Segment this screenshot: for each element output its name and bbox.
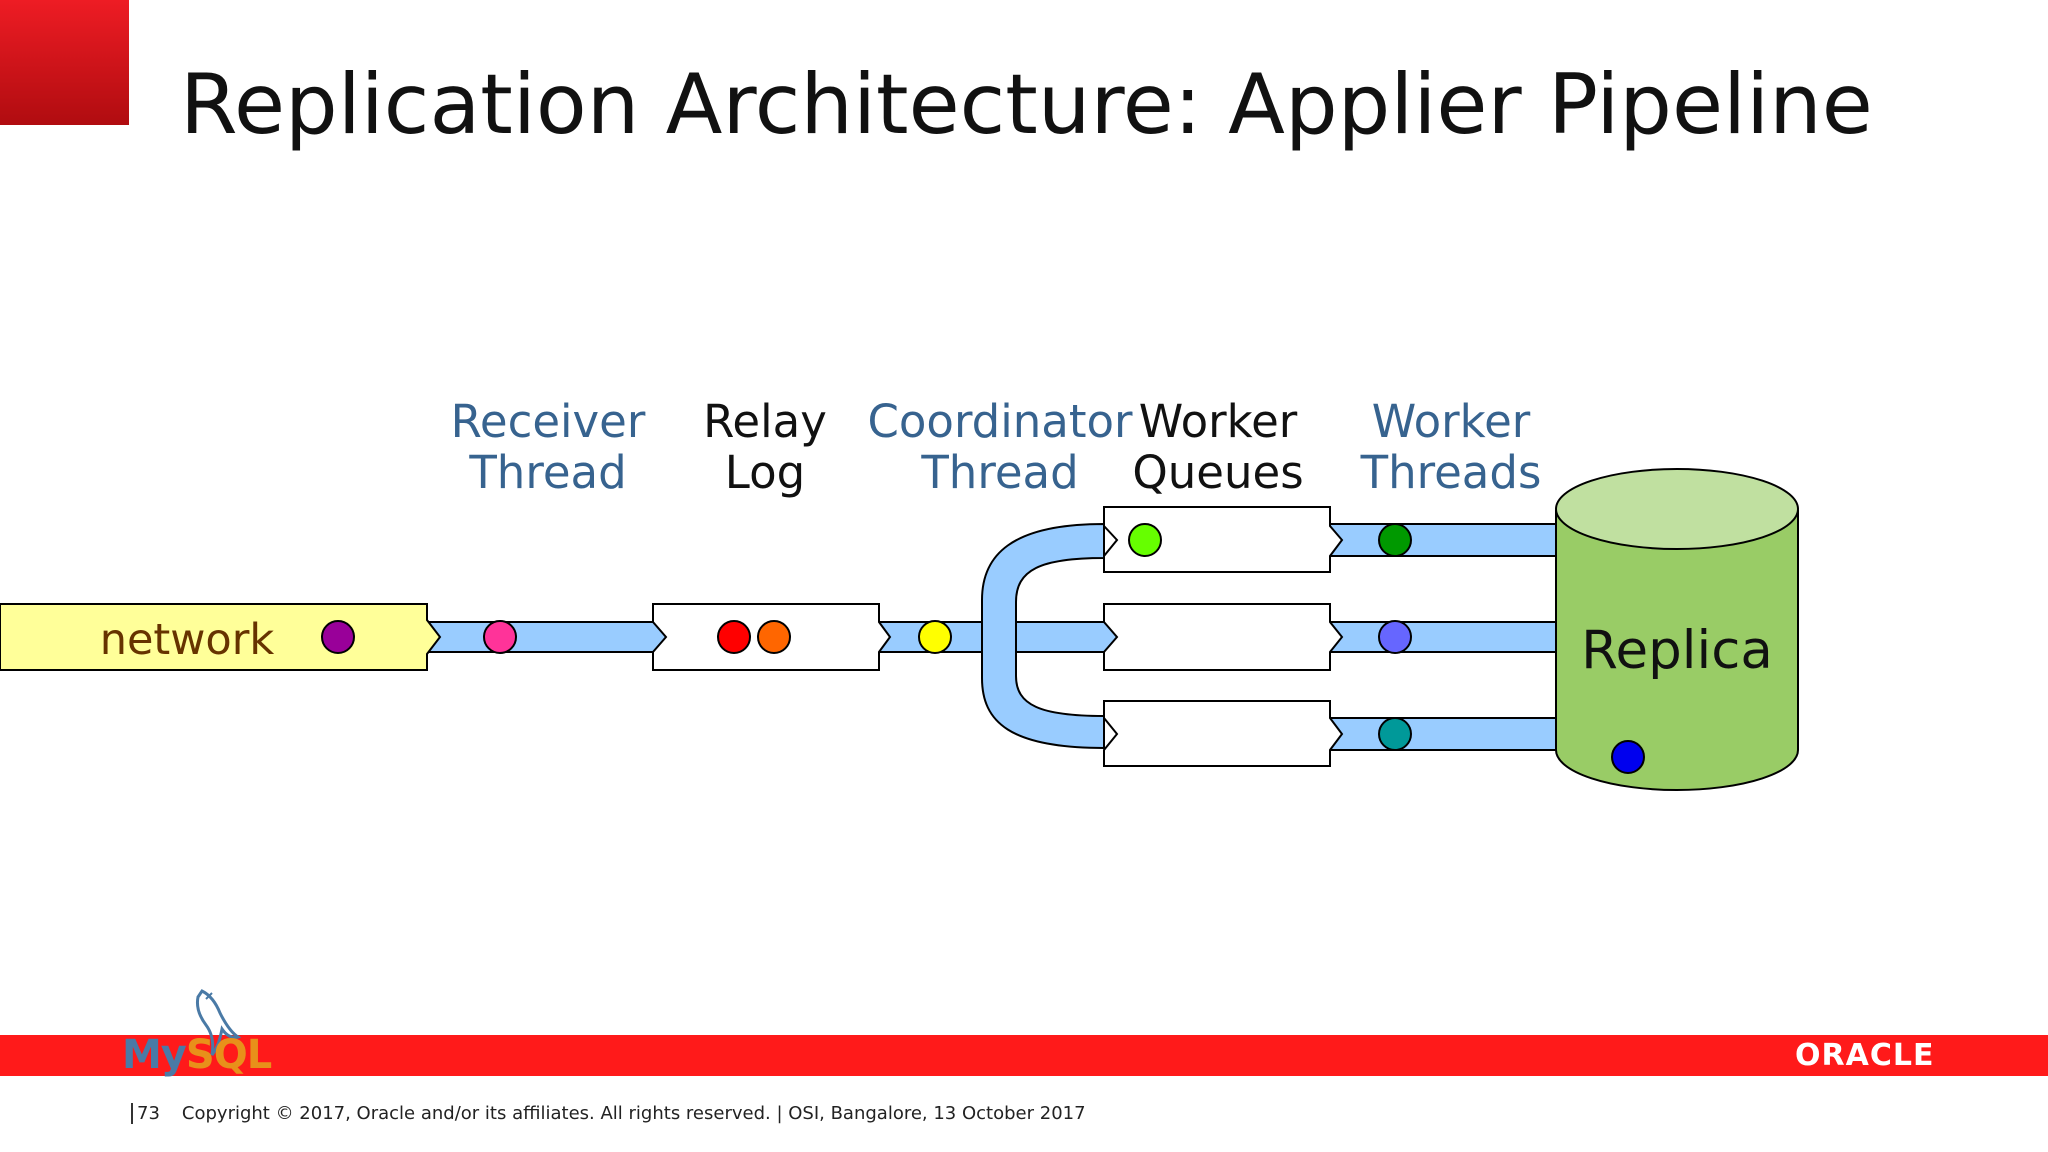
oracle-logo: ORACLE [1795,1038,1935,1073]
worker-threads-label: Worker Threads [1361,396,1542,498]
mysql-logo-sql: SQL [185,1032,272,1078]
worker-queue-2 [1103,603,1344,671]
network-label: network [100,615,275,665]
page-number: 73 [131,1103,160,1124]
replica-cylinder-top [1555,468,1799,550]
receiver-label-line-2: Thread [469,446,627,499]
coordinator-fork [981,522,1105,750]
dot-worker-3 [1378,717,1412,751]
dot-replica [1611,740,1645,774]
dot-relay-2 [757,620,791,654]
receiver-label-line-1: Receiver [450,395,646,448]
coordinator-thread-label: Coordinator Thread [867,396,1132,498]
slide-title: Replication Architecture: Applier Pipeli… [180,56,1873,153]
coordinator-label-line-2: Thread [921,446,1079,499]
dot-receiver [483,620,517,654]
dot-relay-1 [717,620,751,654]
worker-threads-label-line-2: Threads [1360,446,1542,499]
network-box [0,603,442,671]
dot-network [321,620,355,654]
worker-pipe-1 [1329,523,1572,557]
worker-pipe-3 [1329,717,1572,751]
footer-text: 73 Copyright © 2017, Oracle and/or its af… [131,1103,1086,1124]
replica-label: Replica [1581,620,1773,681]
dot-coordinator [918,620,952,654]
worker-threads-label-line-1: Worker [1371,395,1531,448]
mysql-logo-text: MySQL [122,1032,272,1078]
mysql-logo-my: My [122,1032,187,1078]
worker-queues-label-line-1: Worker [1138,395,1298,448]
brand-corner-block [0,0,129,125]
dot-worker-1 [1378,523,1412,557]
transaction-dots [321,523,1645,774]
relay-label-line-2: Log [724,446,806,499]
worker-queues-label: Worker Queues [1132,396,1303,498]
footer-red-bar [0,1035,2048,1076]
mysql-dolphin-icon [196,989,242,1056]
relay-log-label: Relay Log [703,396,827,498]
copyright-text: Copyright © 2017, Oracle and/or its affi… [181,1103,1086,1124]
coordinator-label-line-1: Coordinator [867,395,1133,448]
replica-cylinder-body [1555,510,1799,791]
worker-pipe-2 [1329,621,1572,653]
relay-label-line-1: Relay [703,395,827,448]
worker-queues-label-line-2: Queues [1132,446,1304,499]
worker-queue-1 [1103,506,1344,573]
receiver-pipe [426,621,671,653]
dot-queue-1 [1128,523,1162,557]
dot-worker-2 [1378,620,1412,654]
receiver-thread-label: Receiver Thread [451,396,646,498]
worker-queue-3 [1103,700,1344,767]
